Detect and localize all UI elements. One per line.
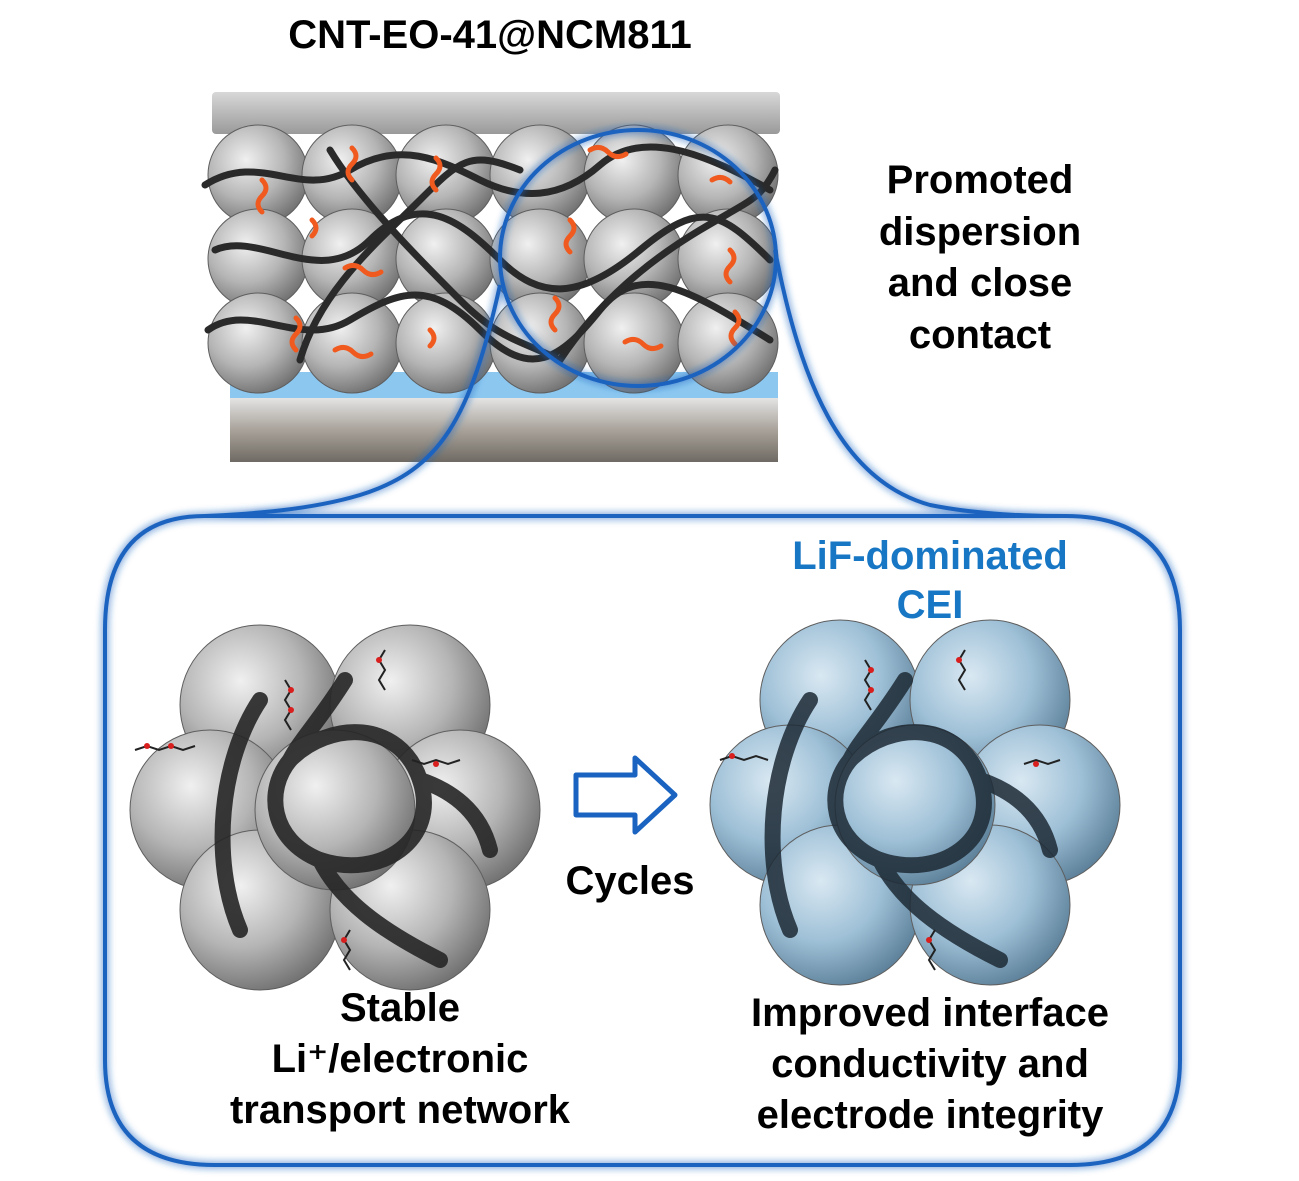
binder-chain [723,247,737,285]
oxygen-atom [288,687,294,693]
ncm811-particle [301,292,403,394]
binder-chain [427,327,437,349]
cnt-strand [204,280,774,363]
cnt-tube [972,772,1058,858]
top-current-collector [212,92,780,134]
right-caption-line: electrode integrity [756,1092,1104,1137]
oxygen-atom [729,753,735,759]
cnt-tube [412,772,498,858]
cnt-tube [312,852,448,968]
oxygen-atom [433,761,439,767]
cnt-strand [201,143,774,197]
oxygen-atom [868,687,874,693]
ncm811-particle [395,292,497,394]
fresh-particle-cluster [129,624,541,991]
dispersion-label-line: and close [887,261,1073,306]
binder-chain [709,174,733,185]
zoom-curve-left [204,284,502,518]
binder-chain [342,262,384,278]
cycles-label: Cycles [565,859,695,903]
oxygen-atom [168,743,174,749]
dispersion-label-line: Promoted [886,158,1074,202]
binder-chain [289,315,303,353]
cnt-tube [214,692,268,938]
binder-chain [587,144,629,160]
right-caption-line: conductivity and [771,1041,1089,1086]
right-caption: Improved interface conductivity and elec… [650,988,1210,1140]
cnt-tube [764,692,818,938]
binder-chain [255,177,269,215]
oxygen-atoms-left [144,657,439,943]
cei-label: LiF-dominated CEI [700,532,1160,630]
cnt-tube [282,672,353,768]
cnt-tube [827,724,992,874]
cnt-tubes-left [214,672,498,968]
cycle-arrow [573,755,678,835]
eo-binder-chains [255,144,742,360]
right-caption-line: Improved interface [751,991,1109,1035]
oxygen-atom [1033,761,1039,767]
left-caption-line: transport network [229,1087,571,1132]
left-caption-line: Stable [339,986,461,1030]
diagram-title: CNT-EO-41@NCM811 [288,13,692,57]
cnt-strand [296,156,524,364]
bottom-current-collector [230,398,778,462]
binder-chain [429,155,443,193]
cei-label-line: LiF-dominated [792,534,1068,578]
binder-molecule [719,754,769,762]
cnt-tube [842,672,913,768]
binder-chain [728,309,742,347]
oxygen-atom [288,707,294,713]
dispersion-label: Promoted dispersion and close contact [820,155,1140,361]
binder-molecule [1023,758,1061,766]
zoom-box [103,514,1182,1167]
ncm811-particle [677,292,779,394]
oxygen-atom [144,743,150,749]
binder-molecule [377,649,387,691]
binder-chain [345,145,359,183]
left-caption-line: Li⁺/electronic [271,1036,529,1081]
dispersion-label-line: contact [908,312,1052,357]
binder-molecule [957,649,967,691]
oxygen-atom [376,657,382,663]
left-caption: Stable Li⁺/electronic transport network [140,983,660,1135]
binder-molecule [411,758,461,766]
binder-molecule [927,929,937,971]
cei-label-line: CEI [896,582,964,627]
cnt-strand [326,146,564,364]
dispersion-label-line: dispersion [878,209,1082,254]
binder-chain [622,336,664,352]
binder-molecule [342,929,352,971]
oxygen-atom [868,667,874,673]
oxygen-atom [341,937,347,943]
zoom-callout [103,128,1182,1167]
right-arrow-icon [573,755,678,835]
binder-chain [548,295,562,333]
binder-chain [309,217,319,239]
cnt-tubes-right [764,672,1058,968]
binder-chain [332,344,374,360]
binder-chain [563,217,577,255]
electrode-stack [201,92,780,462]
cnt-tube [872,852,1008,968]
oxygen-atom [926,937,932,943]
oxygen-atoms-right [729,657,1039,943]
cnt-tube [267,724,432,874]
oxygen-atom [956,657,962,663]
